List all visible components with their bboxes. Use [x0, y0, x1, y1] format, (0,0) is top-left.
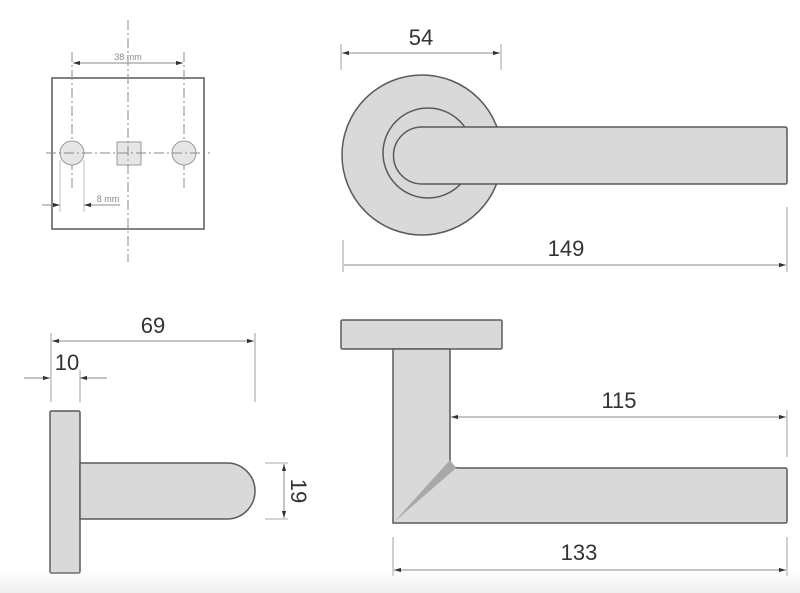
lever-front — [392, 126, 788, 185]
mounting-plate-view: 38 mm 8 mm — [42, 20, 210, 262]
lever-thickness-label: 19 — [286, 479, 311, 503]
rosette-side — [49, 410, 81, 574]
overall-length-top-label: 133 — [561, 540, 598, 565]
overall-length-label: 149 — [548, 236, 585, 261]
hole-spacing-label: 38 mm — [114, 52, 142, 62]
lever-top-profile — [392, 348, 788, 524]
lever-side — [79, 462, 256, 520]
front-view: 54 149 — [340, 25, 788, 272]
top-view: 115 133 — [340, 319, 788, 576]
side-view: 69 10 19 — [24, 313, 311, 574]
lever-reach-label: 115 — [601, 388, 636, 413]
rosette-thickness-label: 10 — [55, 350, 79, 375]
rosette-diameter-label: 54 — [409, 25, 433, 50]
hole-diameter-label: 8 mm — [97, 194, 120, 204]
projection-label: 69 — [141, 313, 165, 338]
bend-shadow — [394, 460, 456, 522]
rosette-top — [340, 319, 503, 350]
